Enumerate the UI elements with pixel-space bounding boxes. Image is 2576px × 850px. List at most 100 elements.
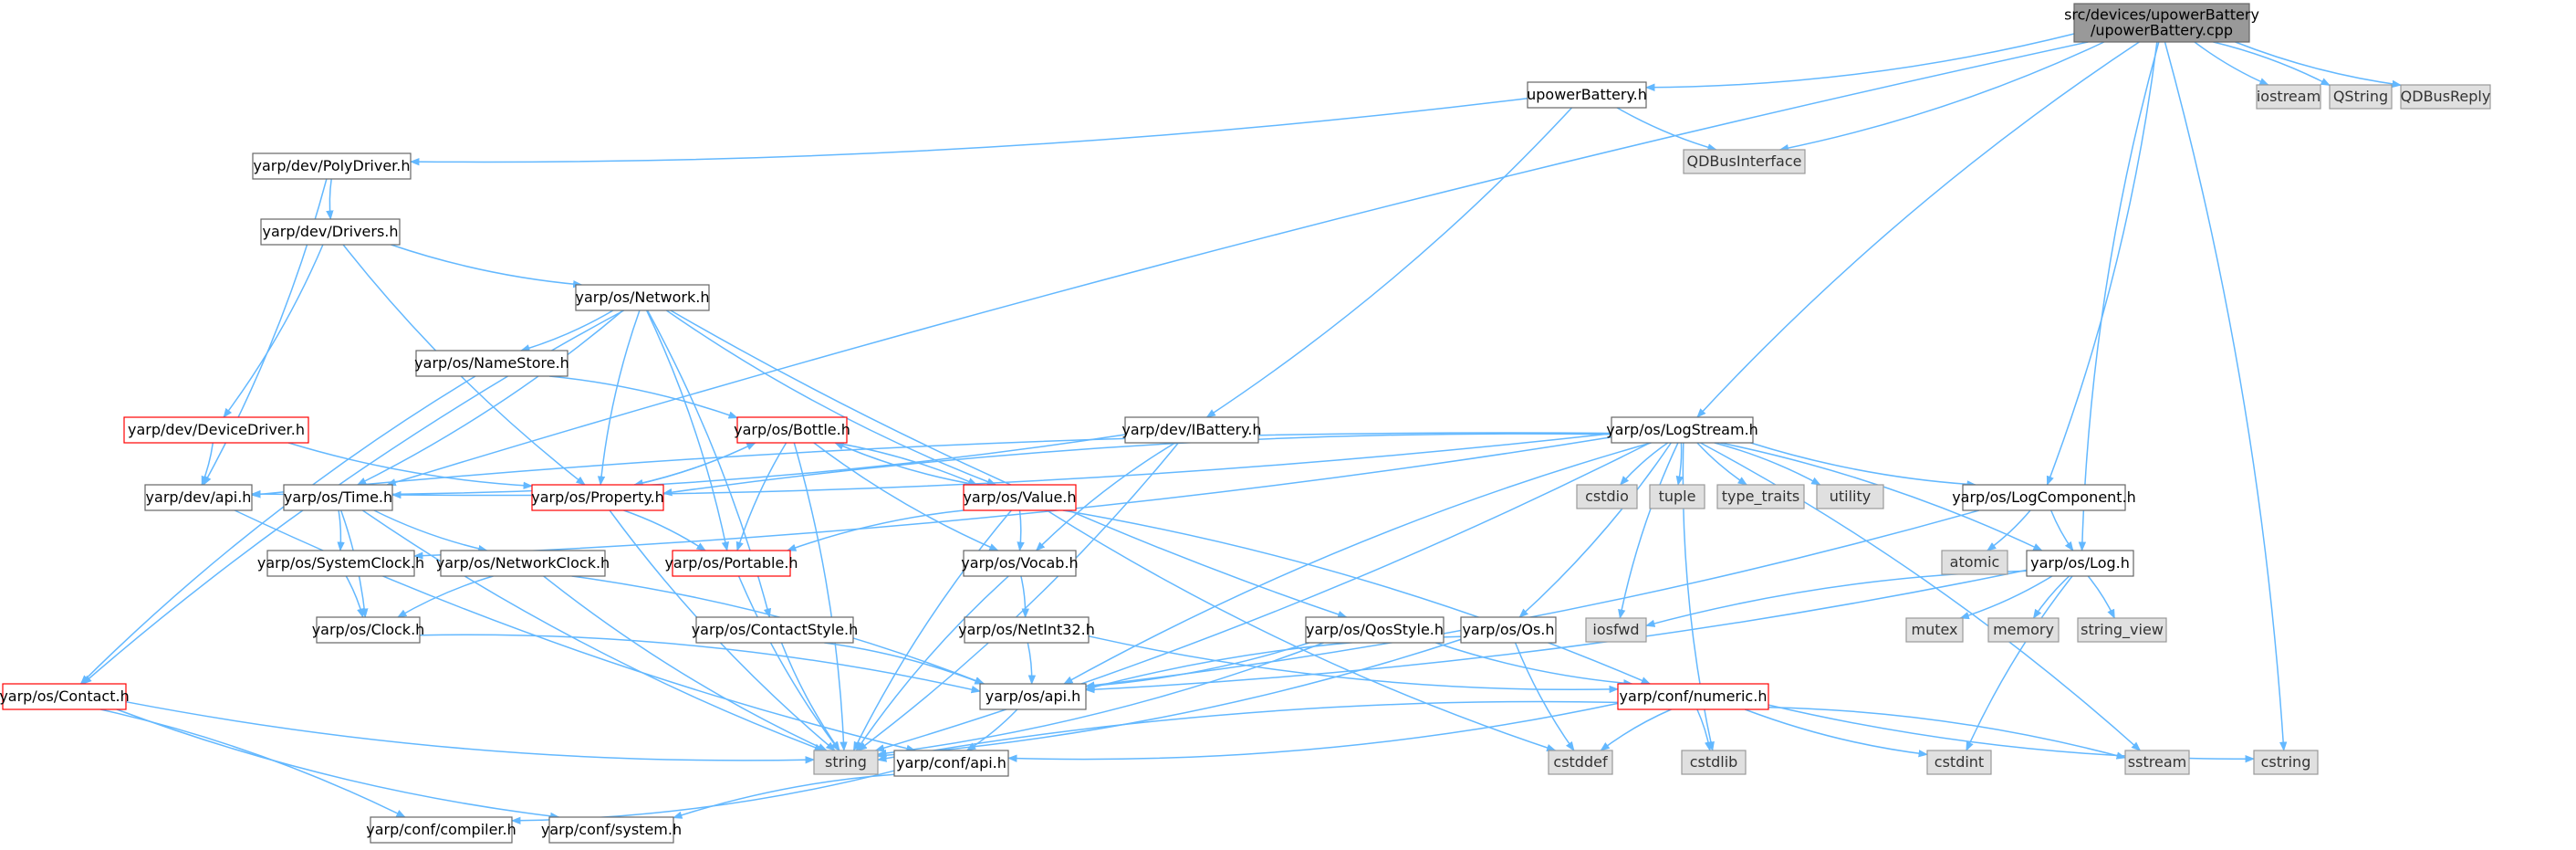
node-memory: memory bbox=[1987, 617, 2060, 643]
edge-value-to-cstddef bbox=[1046, 509, 1557, 751]
node-iosfwd: iosfwd bbox=[1585, 617, 1647, 643]
node-cstdint: cstdint bbox=[1926, 750, 1992, 775]
edge-systemclock-to-clock bbox=[345, 575, 365, 619]
node-yarp-os-portable-h[interactable]: yarp/os/Portable.h bbox=[664, 550, 798, 577]
node-yarp-os-os-h[interactable]: yarp/os/Os.h bbox=[1460, 616, 1557, 644]
node-label: type_traits bbox=[1722, 488, 1799, 506]
node-yarp-os-api-h[interactable]: yarp/os/api.h bbox=[979, 683, 1087, 710]
edge-root-to-cstring bbox=[2164, 41, 2288, 752]
node-box bbox=[1649, 484, 1705, 509]
node-label: yarp/os/LogComponent.h bbox=[1952, 488, 2136, 506]
node-yarp-os-netint32-h[interactable]: yarp/os/NetInt32.h bbox=[958, 616, 1095, 644]
edge-logcomponent-to-log bbox=[2050, 509, 2074, 551]
node-src-devices-upowerbattery-upowerbattery-cpp[interactable]: src/devices/upowerBattery/upowerBattery.… bbox=[2064, 3, 2259, 43]
edge-logstream-to-tuple bbox=[1675, 442, 1684, 487]
edge-property-to-bottle bbox=[634, 442, 756, 486]
edge-logstream-to-sstream bbox=[1700, 442, 2142, 751]
edge-value-to-vocab bbox=[1017, 509, 1025, 552]
edge-logstream-to-string bbox=[874, 442, 1651, 752]
edge-log-to-cstdint bbox=[1966, 575, 2073, 751]
node-label: mutex bbox=[1911, 621, 1957, 638]
node-label: yarp/dev/api.h bbox=[146, 488, 252, 506]
edge-clock-to-os-api bbox=[419, 634, 982, 694]
node-qdbusinterface: QDBusInterface bbox=[1683, 149, 1806, 174]
node-yarp-os-logstream-h[interactable]: yarp/os/LogStream.h bbox=[1606, 416, 1758, 444]
node-atomic: atomic bbox=[1941, 550, 2008, 575]
node-label: src/devices/upowerBattery bbox=[2064, 6, 2259, 24]
node-box bbox=[2329, 84, 2393, 110]
edge-os-to-cstddef bbox=[1514, 642, 1575, 751]
edge-ibattery-to-string bbox=[857, 442, 1179, 751]
node-label: /upowerBattery.cpp bbox=[2091, 22, 2233, 39]
node-label: cstdint bbox=[1935, 753, 1984, 771]
node-yarp-os-vocab-h[interactable]: yarp/os/Vocab.h bbox=[961, 550, 1079, 577]
node-box bbox=[1305, 616, 1444, 644]
node-label: yarp/os/NetInt32.h bbox=[958, 621, 1095, 638]
node-label: string bbox=[825, 753, 867, 771]
edge-log-to-os-api bbox=[1084, 569, 2028, 694]
node-yarp-os-log-h[interactable]: yarp/os/Log.h bbox=[2026, 550, 2134, 577]
node-label: iostream bbox=[2257, 88, 2320, 105]
node-label: yarp/os/Property.h bbox=[531, 488, 664, 506]
edge-value-to-portable bbox=[786, 509, 965, 551]
edge-log-to-memory bbox=[2032, 575, 2070, 619]
node-label: yarp/os/Portable.h bbox=[664, 554, 798, 572]
node-label: yarp/os/Bottle.h bbox=[734, 421, 850, 438]
node-label: yarp/os/Os.h bbox=[1462, 621, 1554, 638]
edge-upowerbattery-h-to-qdbusinterface bbox=[1616, 107, 1717, 152]
node-yarp-conf-compiler-h[interactable]: yarp/conf/compiler.h bbox=[366, 816, 516, 844]
node-label: yarp/os/ContactStyle.h bbox=[692, 621, 859, 638]
node-yarp-os-contact-h[interactable]: yarp/os/Contact.h bbox=[0, 683, 130, 710]
edge-logcomponent-to-atomic bbox=[1987, 509, 2031, 551]
edge-logstream-to-systemclock bbox=[412, 435, 1612, 560]
edge-network-to-qosstyle bbox=[670, 310, 1348, 618]
node-yarp-os-systemclock-h[interactable]: yarp/os/SystemClock.h bbox=[257, 550, 424, 577]
node-yarp-os-qosstyle-h[interactable]: yarp/os/QosStyle.h bbox=[1305, 616, 1444, 644]
node-label: cstddef bbox=[1553, 753, 1608, 771]
node-yarp-dev-ibattery-h[interactable]: yarp/dev/IBattery.h bbox=[1121, 416, 1262, 444]
node-yarp-dev-api-h[interactable]: yarp/dev/api.h bbox=[144, 484, 253, 511]
node-yarp-conf-numeric-h[interactable]: yarp/conf/numeric.h bbox=[1617, 683, 1769, 710]
node-yarp-os-networkclock-h[interactable]: yarp/os/NetworkClock.h bbox=[436, 550, 610, 577]
node-yarp-os-bottle-h[interactable]: yarp/os/Bottle.h bbox=[734, 416, 850, 444]
node-yarp-conf-api-h[interactable]: yarp/conf/api.h bbox=[893, 750, 1009, 777]
node-yarp-os-logcomponent-h[interactable]: yarp/os/LogComponent.h bbox=[1952, 484, 2136, 511]
node-yarp-dev-devicedriver-h[interactable]: yarp/dev/DeviceDriver.h bbox=[123, 416, 309, 444]
edge-upowerbattery-h-to-ibattery bbox=[1205, 107, 1573, 418]
edge-network-to-property bbox=[597, 310, 641, 487]
node-yarp-os-contactstyle-h[interactable]: yarp/os/ContactStyle.h bbox=[692, 616, 859, 644]
edge-conf-api-to-system bbox=[673, 773, 895, 819]
node-label: yarp/os/Vocab.h bbox=[961, 554, 1078, 572]
node-yarp-os-property-h[interactable]: yarp/os/Property.h bbox=[531, 484, 664, 511]
node-yarp-os-time-h[interactable]: yarp/os/Time.h bbox=[283, 484, 393, 511]
node-label: memory bbox=[1993, 621, 2054, 638]
edge-vocab-to-netint32 bbox=[1020, 575, 1029, 619]
node-yarp-os-network-h[interactable]: yarp/os/Network.h bbox=[575, 284, 710, 311]
node-yarp-os-value-h[interactable]: yarp/os/Value.h bbox=[963, 484, 1077, 511]
node-box bbox=[1527, 81, 1647, 109]
edge-value-to-string bbox=[852, 509, 1012, 751]
node-box bbox=[316, 616, 421, 644]
node-box bbox=[370, 816, 513, 844]
node-yarp-conf-system-h[interactable]: yarp/conf/system.h bbox=[541, 816, 682, 844]
edge-root-to-iostream bbox=[2194, 41, 2269, 86]
node-label: cstdlib bbox=[1690, 753, 1738, 771]
node-box bbox=[2077, 617, 2167, 643]
node-box bbox=[144, 484, 253, 511]
edge-contact-to-string bbox=[125, 700, 816, 764]
node-label: yarp/dev/Drivers.h bbox=[262, 223, 398, 240]
node-yarp-os-clock-h[interactable]: yarp/os/Clock.h bbox=[312, 616, 425, 644]
node-box bbox=[964, 616, 1090, 644]
edge-qosstyle-to-os-api bbox=[1084, 642, 1309, 690]
edge-qosstyle-to-string bbox=[876, 642, 1324, 758]
edge-os-to-string bbox=[876, 638, 1462, 760]
node-box bbox=[266, 550, 415, 577]
edge-root-to-qdbusinterface bbox=[1778, 41, 2105, 152]
edge-logstream-to-property bbox=[662, 433, 1612, 497]
edge-network-to-namestore bbox=[520, 310, 614, 352]
node-upowerbattery-h[interactable]: upowerBattery.h bbox=[1527, 81, 1647, 109]
node-yarp-dev-drivers-h[interactable]: yarp/dev/Drivers.h bbox=[260, 218, 401, 246]
node-yarp-dev-polydriver-h[interactable]: yarp/dev/PolyDriver.h bbox=[252, 152, 412, 180]
edge-namestore-to-bottle bbox=[549, 375, 738, 419]
node-yarp-os-namestore-h[interactable]: yarp/os/NameStore.h bbox=[414, 350, 569, 377]
